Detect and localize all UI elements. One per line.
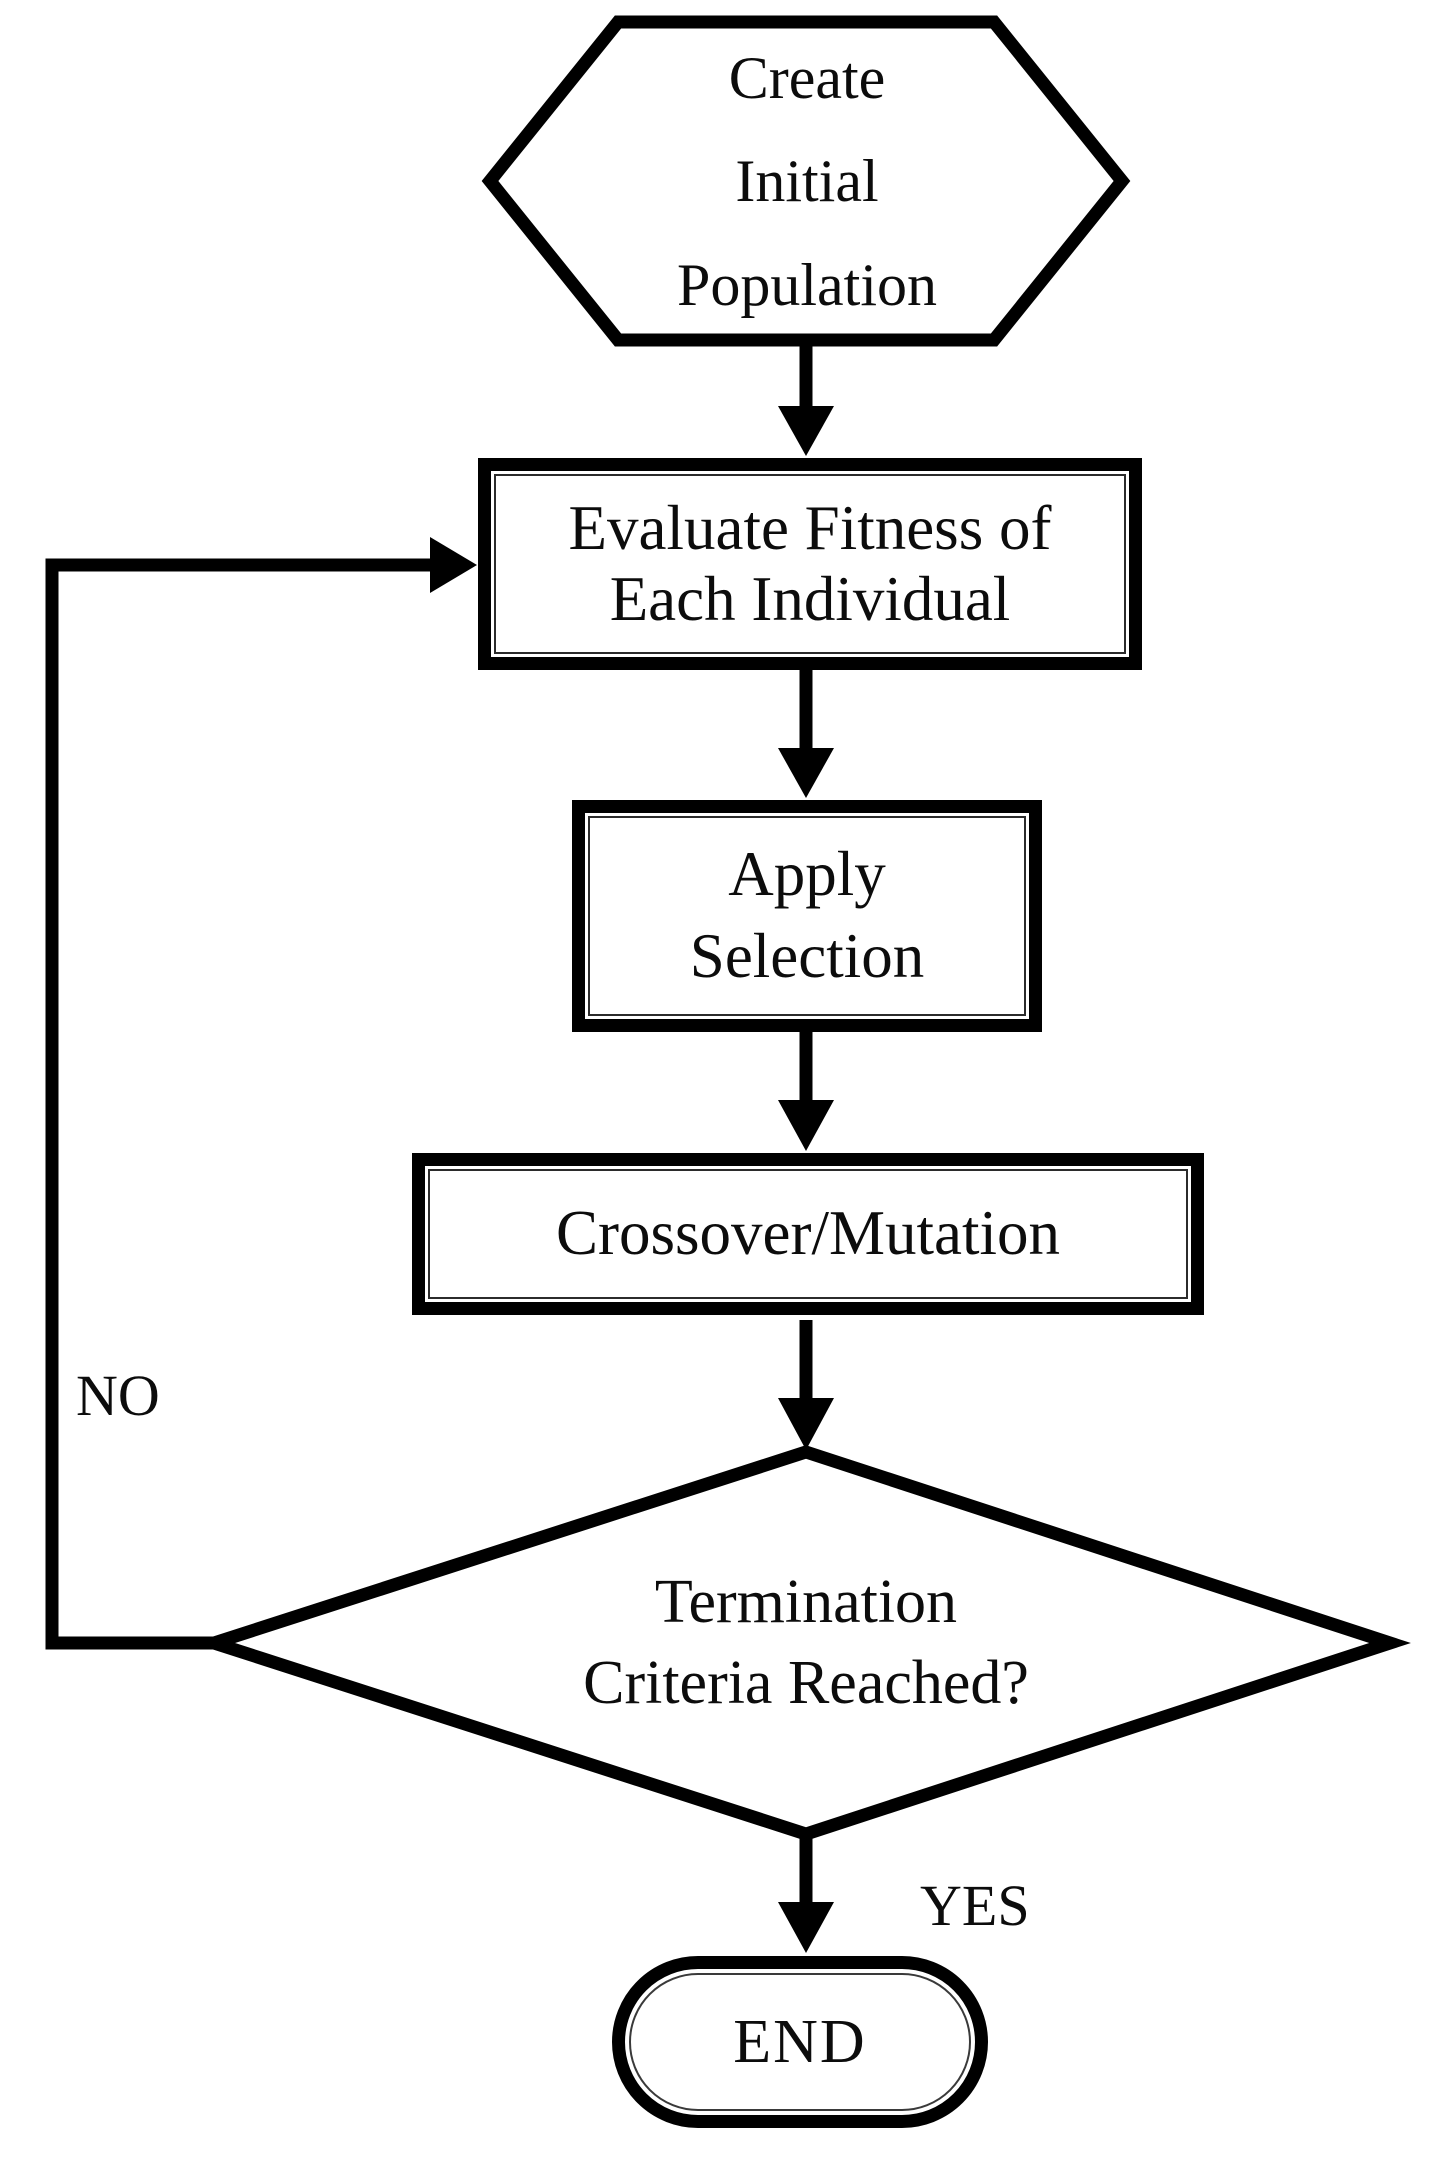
- arrow-crossover-to-decision: [778, 1320, 834, 1450]
- node-termination-criteria-label: Termination Criteria Reached?: [583, 1568, 1029, 1717]
- hexagon-shape: [481, 15, 1131, 347]
- node-crossover-mutation: Crossover/Mutation: [412, 1153, 1204, 1315]
- edge-label-yes: YES: [920, 1873, 1030, 1938]
- arrow-selection-to-crossover: [778, 1028, 834, 1151]
- arrow-decision-to-evaluate-loop: [45, 537, 477, 1650]
- node-evaluate-fitness: Evaluate Fitness of Each Individual: [478, 458, 1142, 670]
- arrow-decision-to-end: [778, 1830, 834, 1953]
- edge-label-no: NO: [76, 1363, 160, 1428]
- node-apply-selection: Apply Selection: [572, 800, 1042, 1032]
- arrow-evaluate-to-selection: [778, 666, 834, 798]
- node-end: END: [612, 1956, 988, 2128]
- node-create-initial-population-label: Create Initial Population: [676, 45, 937, 318]
- arrow-start-to-evaluate: [778, 336, 834, 456]
